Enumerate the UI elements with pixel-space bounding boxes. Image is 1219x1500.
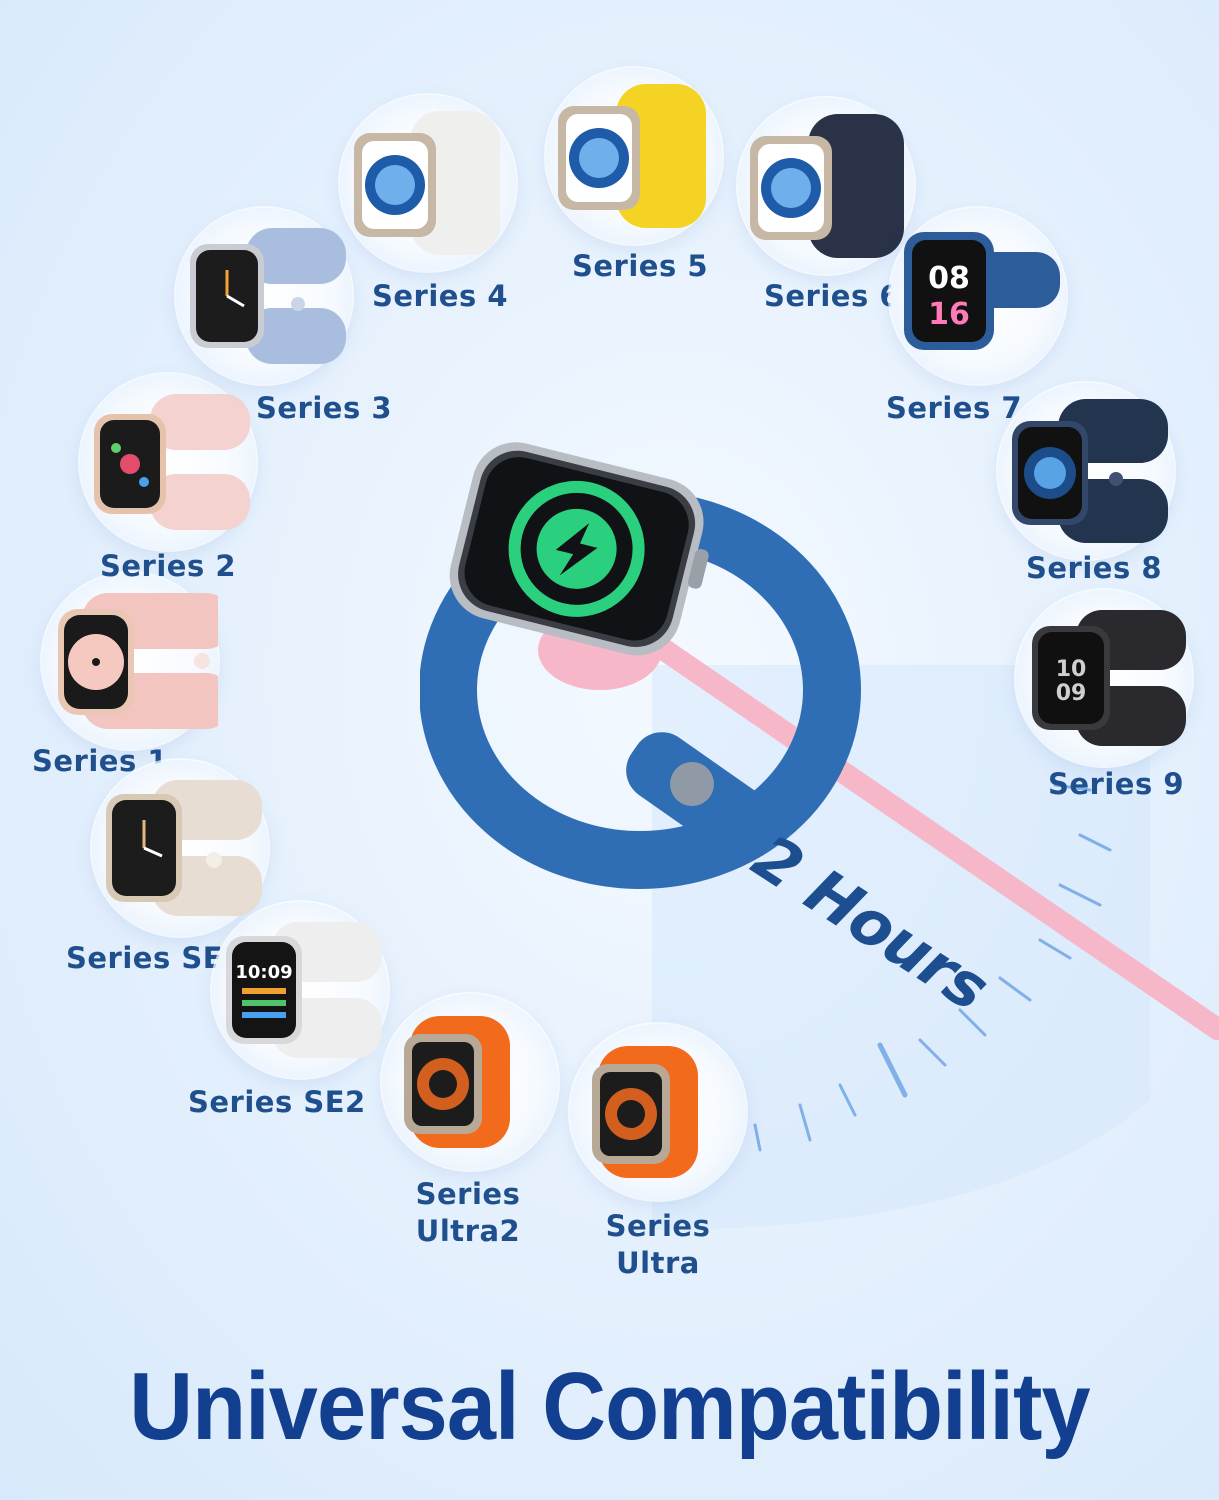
label-series-ultra-line1: Series: [605, 1209, 711, 1243]
svg-text:09: 09: [1056, 681, 1087, 706]
label-series-se2: Series SE2: [188, 1085, 366, 1119]
label-series-ultra2: Series Ultra2: [388, 1176, 548, 1250]
watch-icon: [58, 593, 218, 729]
label-series-5: Series 5: [572, 249, 709, 283]
watch-icon: [404, 1016, 510, 1148]
watch-icon: [750, 114, 904, 258]
label-series-ultra-line2: Ultra: [616, 1246, 700, 1280]
watch-series-4: [340, 95, 516, 271]
svg-text:10:09: 10:09: [235, 962, 292, 983]
label-series-4: Series 4: [372, 279, 509, 313]
svg-text:16: 16: [928, 297, 970, 332]
page-title: Universal Compatibility: [129, 1353, 1090, 1460]
watch-series-ultra: [570, 1024, 746, 1200]
watch-icon: [94, 394, 250, 530]
watch-icon: 10 09: [1032, 610, 1186, 746]
label-series-ultra2-line2: Ultra2: [415, 1214, 521, 1248]
watch-icon: [1012, 399, 1168, 543]
watch-icon: [106, 780, 262, 916]
watch-icon: [592, 1046, 698, 1178]
watch-icon: [190, 228, 346, 364]
watch-series-9: 10 09: [1016, 590, 1192, 766]
watch-series-1: [42, 573, 218, 749]
watch-icon: [558, 84, 706, 228]
label-series-6: Series 6: [764, 279, 901, 313]
watch-series-5: [546, 68, 722, 244]
watch-series-8: [998, 383, 1174, 559]
svg-text:10: 10: [1056, 657, 1087, 682]
watch-icon: 10:09: [226, 922, 382, 1058]
charging-cable: [639, 629, 1219, 1040]
label-series-se: Series SE: [66, 941, 224, 975]
label-series-3: Series 3: [256, 391, 393, 425]
label-series-ultra: Series Ultra: [578, 1208, 738, 1282]
label-series-7: Series 7: [886, 391, 1023, 425]
watch-icon: [354, 111, 500, 255]
watch-series-3: [176, 208, 352, 384]
watch-series-7: 08 16: [890, 208, 1066, 384]
label-series-9: Series 9: [1048, 767, 1185, 801]
watch-icon: 08 16: [904, 232, 1060, 350]
watch-series-se: [92, 760, 268, 936]
watch-series-2: [80, 374, 256, 550]
label-series-ultra2-line1: Series: [415, 1177, 521, 1211]
charger-ring: [508, 480, 645, 617]
watch-series-ultra2: [382, 994, 558, 1170]
watch-series-6: [738, 98, 914, 274]
lightning-bolt-icon: [555, 523, 598, 576]
watch-series-se2: 10:09: [212, 902, 388, 1078]
hero-charger-watch: [420, 442, 1219, 1040]
label-series-2: Series 2: [100, 549, 237, 583]
label-series-8: Series 8: [1026, 551, 1163, 585]
svg-text:08: 08: [928, 261, 970, 296]
